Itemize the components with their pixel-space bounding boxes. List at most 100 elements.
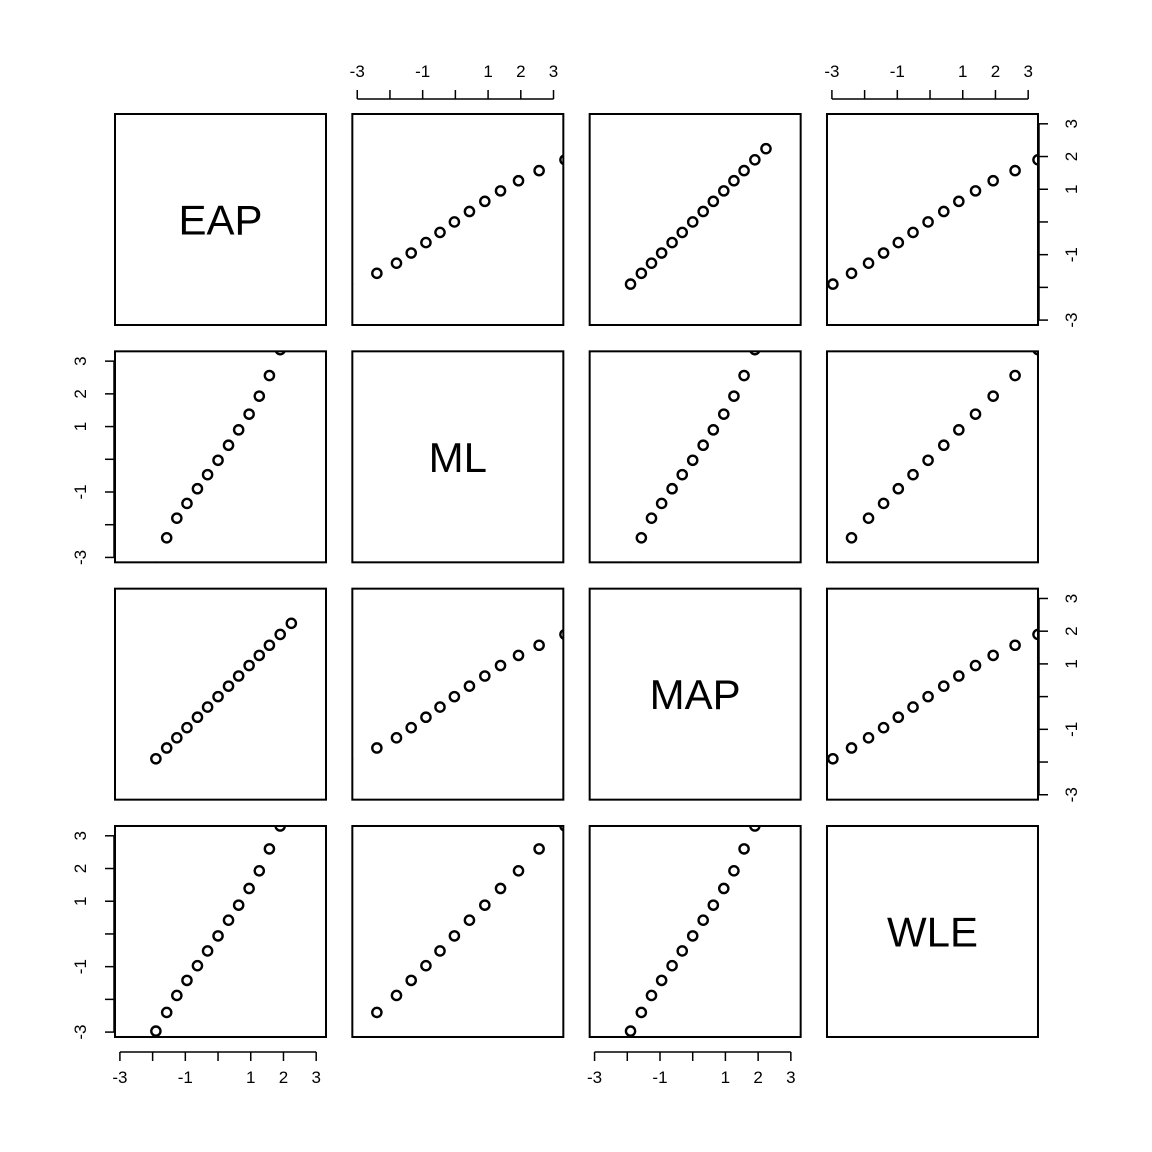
data-point [655, 974, 668, 987]
panel-ml-vs-wle [825, 350, 1039, 564]
data-point [232, 670, 245, 682]
panel-eap-vs-map [588, 113, 802, 326]
data-points [150, 785, 296, 1037]
data-point [285, 617, 298, 630]
data-point [150, 752, 162, 765]
data-point [232, 899, 245, 911]
data-point [1009, 639, 1021, 652]
data-point [829, 561, 836, 563]
data-point [160, 531, 173, 544]
data-point [405, 974, 418, 987]
data-point [969, 185, 982, 197]
data-point [676, 226, 689, 239]
data-point [263, 369, 276, 382]
data-point [707, 424, 720, 436]
data-point [728, 390, 740, 402]
tick-label: 2 [1062, 626, 1081, 635]
tick-label: -1 [1062, 722, 1081, 737]
tick-label: -3 [824, 62, 839, 81]
data-points [627, 351, 761, 563]
data-point [171, 989, 183, 1002]
panel-frame [351, 587, 565, 801]
data-point [655, 247, 668, 259]
data-point [191, 959, 204, 972]
data-point [892, 482, 905, 495]
panel-frame [825, 350, 1039, 564]
panel-wle-vs-wle: WLE [825, 824, 1039, 1038]
data-point [624, 278, 637, 290]
data-point [274, 825, 287, 832]
tick-label: 3 [71, 356, 90, 365]
tick-label: 2 [1062, 152, 1081, 161]
data-point [479, 670, 491, 682]
data-point [922, 216, 934, 228]
panel-frame [588, 350, 802, 564]
panel-map-vs-map: MAP [588, 587, 802, 801]
variable-label-ml: ML [429, 434, 487, 481]
data-point [937, 680, 950, 692]
data-point [1009, 369, 1021, 382]
tick-label: 3 [71, 831, 90, 840]
data-point [463, 205, 476, 218]
data-point [892, 711, 905, 724]
data-point [877, 497, 890, 510]
data-point [749, 153, 761, 166]
data-point [222, 914, 235, 927]
panel-frame [114, 824, 327, 1038]
variable-label-wle: WLE [887, 908, 978, 955]
data-point [181, 497, 193, 510]
data-point [907, 226, 919, 239]
tick-label: -3 [112, 1068, 127, 1087]
data-points [829, 351, 1038, 563]
data-point [512, 649, 525, 662]
data-point [371, 1006, 383, 1019]
tick-label: 1 [721, 1068, 730, 1087]
tick-label: 1 [71, 422, 90, 431]
data-point [181, 721, 193, 734]
panel-wle-vs-map [588, 824, 802, 1038]
data-points [624, 142, 772, 290]
data-point [953, 424, 965, 436]
tick-label: -3 [1062, 313, 1081, 328]
data-point [463, 914, 476, 927]
tick-label: -1 [652, 1068, 667, 1087]
data-point [232, 424, 245, 436]
data-point [160, 1006, 173, 1019]
tick-label: 2 [516, 62, 525, 81]
data-point [512, 174, 525, 187]
data-point [1009, 164, 1021, 177]
variable-label-eap: EAP [178, 197, 262, 244]
data-point [253, 865, 266, 877]
tick-label: 3 [549, 62, 558, 81]
data-point [243, 659, 255, 672]
data-point [287, 785, 296, 794]
data-point [212, 930, 224, 942]
data-point [559, 154, 564, 166]
data-point [243, 882, 255, 895]
data-point [645, 512, 658, 524]
panel-frame [114, 587, 327, 801]
data-point [371, 267, 383, 280]
panel-eap-vs-eap: EAP [114, 113, 327, 326]
data-point [717, 882, 730, 895]
tick-label: 1 [483, 62, 492, 81]
data-points [352, 154, 564, 288]
panel-frame [588, 824, 802, 1038]
data-point [987, 390, 999, 402]
panel-map-vs-wle [825, 587, 1039, 801]
data-point [533, 843, 545, 855]
data-point [953, 670, 965, 682]
tick-label: 2 [71, 389, 90, 398]
data-point [559, 825, 564, 832]
data-point [181, 974, 193, 987]
data-point [352, 755, 354, 762]
data-point [728, 865, 740, 877]
data-point [1032, 153, 1038, 166]
data-point [635, 267, 648, 280]
data-point [434, 945, 446, 957]
data-points [827, 153, 1038, 290]
data-point [937, 439, 950, 452]
panel-eap-vs-wle [825, 113, 1039, 326]
